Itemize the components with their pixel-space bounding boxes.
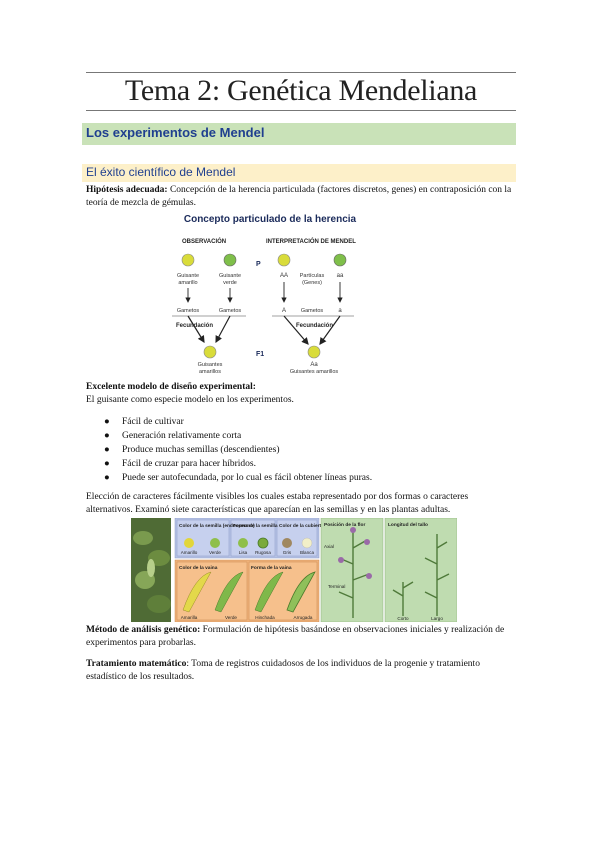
fig2-pod-shape-title: Forma de la vaina [251,565,292,571]
title-top-rule [86,72,516,73]
fig1-yellow-pea-label-1: Guisante [177,273,199,279]
f1-yellow-pea-icon [203,345,217,359]
fig1-gametes-label-3: Gametos [301,308,324,314]
modelo-text: El guisante como especie modelo en los e… [86,394,294,405]
fig1-genotype-dominant: AA [280,273,288,279]
fig2-stem-length-title: Longitud del tallo [388,522,428,528]
green-pod-icon [214,571,244,613]
tratamiento-label: Tratamiento matemático [86,659,187,669]
green-seed-icon [210,538,220,548]
fig1-allele-recessive: a [338,308,342,314]
metodo-label: Método de análisis genético: [86,625,201,635]
f1-aa-pea-icon [307,345,321,359]
round-seed-icon [238,538,248,548]
fig2-pod-color-title: Color de la vaina [179,565,218,571]
fig2-green-label: Verde [209,550,221,555]
fig1-gametes-label-2: Gametos [219,308,242,314]
bullet-item: ●Puede ser autofecundada, por lo cual es… [104,473,373,483]
fig1-observation-label: OBSERVACIÓN [182,237,226,245]
yellow-seed-icon [184,538,194,548]
fig2-wrinkled-label: Rugosa [255,550,271,555]
bullet-item: ●Fácil de cultivar [104,417,184,427]
constricted-pod-icon [286,571,316,613]
fig1-p-label: P [256,261,261,268]
fig2-green-pod-label: Verde [225,615,237,620]
paragraph-metodo: Método de análisis genético: Formulación… [86,624,516,649]
fig1-title: Concepto particulado de la herencia [184,214,357,225]
yellow-pod-icon [182,571,212,613]
fig1-genotype-hybrid: Aa [310,362,318,368]
fig1-particles-label-2: (Genes) [302,280,322,286]
wrinkled-seed-icon [257,537,269,549]
paragraph-hipotesis: Hipótesis adecuada: Concepción de la her… [86,184,516,209]
fig2-gray-label: Gris [283,550,292,555]
fig2-coat-color-title: Color de la cubierta [279,523,324,529]
bullet-item: ●Produce muchas semillas (descendientes) [104,445,280,455]
subsection-heading-bar [82,164,516,182]
green-pea-icon [223,253,237,267]
particulate-inheritance-figure: Concepto particulado de la herencia OBSE… [172,214,357,375]
fig1-green-pea-label-1: Guisante [219,273,241,279]
fig1-result-label-1: Guisantes [198,362,223,368]
fig2-inflated-label: Hinchada [255,615,275,620]
fig1-allele-dominant: A [282,308,286,314]
fig1-fertilization-label-2: Fecundación [296,323,333,329]
fig2-yellow-label: Amarillo [181,550,198,555]
fig1-interpretation-label: INTERPRETACIÓN DE MENDEL [266,237,356,245]
fig2-constricted-label: Arrugada [294,615,313,620]
seven-characters-figure: Color de la semilla (endospermo) Forma d… [131,518,457,622]
aa-yellow-pea-icon [277,253,291,267]
fig1-yellow-pea-label-2: amarillo [178,280,197,286]
fig2-short-label: Corto [397,616,409,621]
gray-coat-icon [282,538,292,548]
fig2-seed-shape-title: Forma de la semilla [233,523,278,529]
fig2-long-label: Largo [431,616,443,621]
fig1-result-label-2: amarillos [199,369,221,375]
hipotesis-text: Concepción de la herencia particulada (f… [86,185,512,208]
yellow-pea-icon [181,253,195,267]
paragraph-caracteres: Elección de caracteres fácilmente visibl… [86,492,469,515]
short-stem-icon [392,581,414,616]
fig1-green-pea-label-2: verde [223,280,237,286]
fig1-genotype-recessive: aa [337,273,344,279]
tratamiento-text: : Toma de registros cuidadosos de los in… [86,659,480,682]
section-heading-bar [82,123,516,145]
bullet-item: ●Generación relativamente corta [104,431,242,441]
aa-green-pea-icon [333,253,347,267]
modelo-label: Excelente modelo de diseño experimental: [86,382,256,392]
subsection-heading: El éxito científico de Mendel [86,165,236,179]
fig2-yellow-pod-label: Amarilla [181,615,198,620]
section-heading: Los experimentos de Mendel [86,125,265,140]
fig2-seed-color-title: Color de la semilla (endospermo) [179,523,255,529]
page-title: Tema 2: Genética Mendeliana [124,74,478,107]
fig2-terminal-label: Terminal [328,584,345,589]
bullet-item: ●Fácil de cruzar para hacer híbridos. [104,459,256,469]
paragraph-tratamiento: Tratamiento matemático: Toma de registro… [86,658,516,683]
hipotesis-label: Hipótesis adecuada: [86,185,168,195]
fig1-hybrid-result-label: Guisantes amarillos [290,369,339,375]
fig2-flower-position-title: Posición de la flor [324,522,365,528]
white-coat-icon [301,537,313,549]
long-stem-icon [424,534,450,616]
fig2-white-label: Blanca [300,550,314,555]
fig1-particles-label-1: Partículas [300,273,325,279]
paragraph-modelo: Excelente modelo de diseño experimental:… [86,381,516,406]
fig2-axial-label: Axial [324,544,334,549]
axial-plant-icon [338,532,370,618]
metodo-text: Formulación de hipótesis basándose en ob… [86,625,505,648]
fig2-round-label: Lisa [239,550,248,555]
inflated-pod-icon [254,571,284,613]
fig1-f1-label: F1 [256,351,264,358]
title-bottom-rule [86,110,516,111]
fig1-gametes-label-1: Gametos [177,308,200,314]
